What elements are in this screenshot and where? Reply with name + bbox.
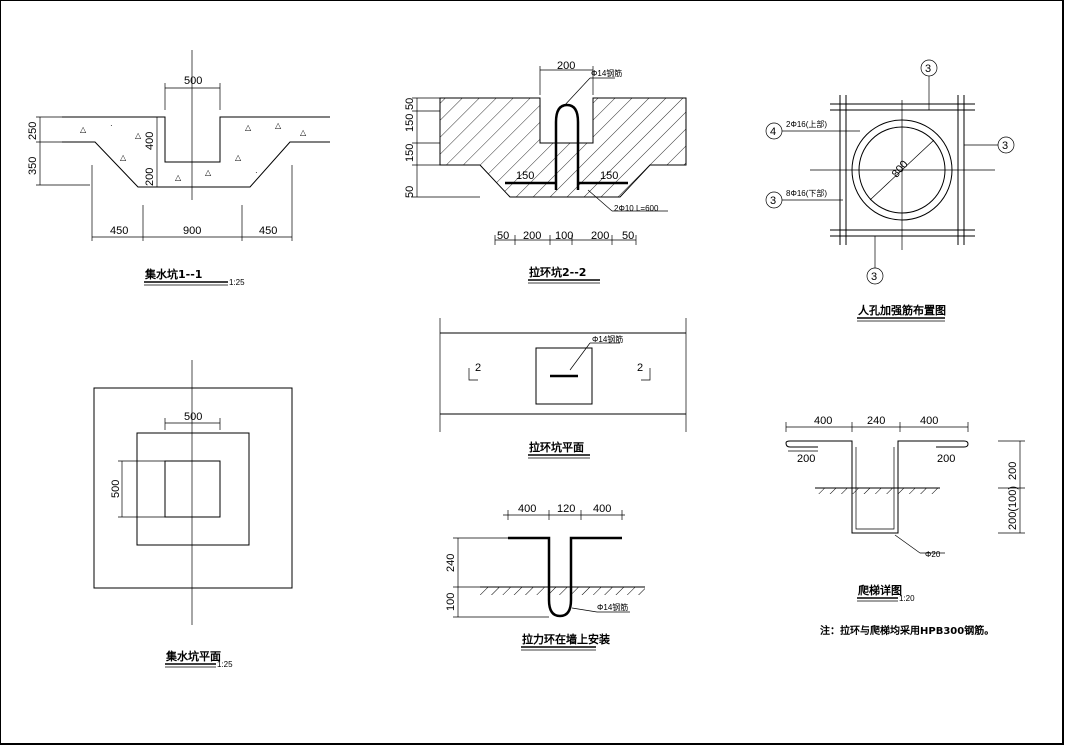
svg-text:△: △	[135, 131, 142, 140]
wall-ring-title: 拉力环在墙上安装	[522, 632, 610, 646]
sump-dim-450a: 450	[110, 225, 128, 237]
wall-dim-t3: 400	[593, 503, 611, 515]
general-note: 注：拉环与爬梯均采用HPB300钢筋。	[820, 624, 994, 637]
pit-dim-b4: 200	[591, 230, 609, 242]
svg-text:△: △	[80, 125, 87, 134]
ladder-hook-left: 200	[797, 453, 815, 465]
ladder-dim-r1: 200	[1007, 462, 1019, 480]
ladder-detail: 400 240 400 200 200 200 200(100) Φ20 爬梯详…	[785, 415, 1025, 603]
pitplan-cut-left: 2	[475, 362, 481, 374]
manhole-plan: 800 3 3 3 4 2Φ16(上部) 3 8Φ16(下部) 人孔加强筋布置图	[765, 59, 1015, 322]
manhole-title: 人孔加强筋布置图	[858, 303, 946, 317]
ladder-rebar: Φ20	[925, 550, 941, 559]
manhole-callout-4: 4	[770, 126, 776, 138]
svg-text:·: ·	[110, 121, 113, 130]
plan-dim-top: 500	[184, 411, 202, 423]
sump-dim-350: 350	[27, 157, 39, 175]
pit-dim-l2: 150	[404, 114, 416, 132]
pit-rebar-top: Φ14钢筋	[591, 68, 622, 78]
ladder-title: 爬梯详图	[858, 583, 902, 597]
svg-text:△: △	[235, 153, 242, 162]
sump-dim-900: 900	[183, 225, 201, 237]
sump-dim-top: 500	[184, 75, 202, 87]
pit-dim-b2: 200	[523, 230, 541, 242]
sump-plan-title: 集水坑平面	[165, 649, 221, 663]
ladder-dim-t1: 400	[814, 415, 832, 427]
ladder-dim-t3: 400	[920, 415, 938, 427]
sump-dim-450b: 450	[259, 225, 277, 237]
manhole-callout-right: 3	[1002, 140, 1008, 152]
svg-text:△: △	[245, 123, 252, 132]
svg-text:△: △	[175, 173, 182, 182]
svg-text:△: △	[275, 121, 282, 130]
manhole-rebar-3: 8Φ16(下部)	[786, 188, 827, 198]
manhole-callout-3b: 3	[770, 195, 776, 207]
svg-text:△: △	[120, 153, 127, 162]
ladder-dim-t2: 240	[867, 415, 885, 427]
pit-plan-title: 拉环坑平面	[529, 440, 584, 454]
sump-plan-scale: 1:25	[217, 660, 233, 669]
wall-dim-t2: 120	[557, 503, 575, 515]
manhole-callout-top: 3	[925, 63, 931, 75]
manhole-diameter: 800	[890, 158, 911, 180]
pit-hook-left: 150	[516, 170, 534, 182]
svg-text:△: △	[205, 168, 212, 177]
svg-text:·: ·	[145, 168, 148, 177]
ladder-scale: 1:20	[899, 594, 915, 603]
pitplan-cut-right: 2	[637, 362, 643, 374]
ladder-dim-r2: 200(100)	[1007, 486, 1019, 530]
ladder-hook-right: 200	[937, 453, 955, 465]
pit-rebar-bottom: 2Φ10 L=600	[614, 204, 659, 213]
pit-hook-right: 150	[600, 170, 618, 182]
manhole-rebar-4: 2Φ16(上部)	[786, 119, 827, 129]
svg-text:·: ·	[255, 168, 258, 177]
svg-text:△: △	[300, 128, 307, 137]
ring-pit-plan: Φ14钢筋 2 2 拉环坑平面	[439, 318, 687, 459]
wall-dim-100: 100	[445, 593, 457, 611]
manhole-callout-bottom: 3	[871, 271, 877, 283]
sump-dim-200: 200	[144, 168, 156, 186]
pitplan-rebar: Φ14钢筋	[592, 334, 623, 344]
sump-dim-250: 250	[27, 122, 39, 140]
wall-dim-240: 240	[445, 554, 457, 572]
sump-plan: 500 500 集水坑平面 1:25	[93, 360, 293, 669]
sump-section-title: 集水坑1--1	[144, 267, 202, 281]
sump-section-scale: 1:25	[229, 278, 245, 287]
wall-ring: 400 120 400 240 100 Φ14钢筋 拉力环在墙上安装	[445, 503, 645, 651]
pit-section-title: 拉环坑2--2	[529, 265, 586, 279]
sump-section: △ · △ △ · △ △ △ △ △ △ · 500 250 350 400 200 45…	[27, 50, 330, 287]
pit-dim-l1: 50	[404, 98, 416, 110]
pit-dim-top: 200	[557, 60, 575, 72]
wall-rebar: Φ14钢筋	[597, 602, 628, 612]
pit-dim-b5: 50	[622, 230, 634, 242]
sump-dim-400: 400	[144, 132, 156, 150]
pit-dim-l3: 150	[404, 144, 416, 162]
plan-dim-left: 500	[110, 480, 122, 498]
pit-dim-b1: 50	[497, 230, 509, 242]
pit-dim-b3: 100	[555, 230, 573, 242]
ring-pit-section: 200 Φ14钢筋 50 150 150 50 150 150 2Φ10 L=6…	[404, 60, 687, 284]
pit-dim-l4: 50	[404, 186, 416, 198]
wall-dim-t1: 400	[518, 503, 536, 515]
